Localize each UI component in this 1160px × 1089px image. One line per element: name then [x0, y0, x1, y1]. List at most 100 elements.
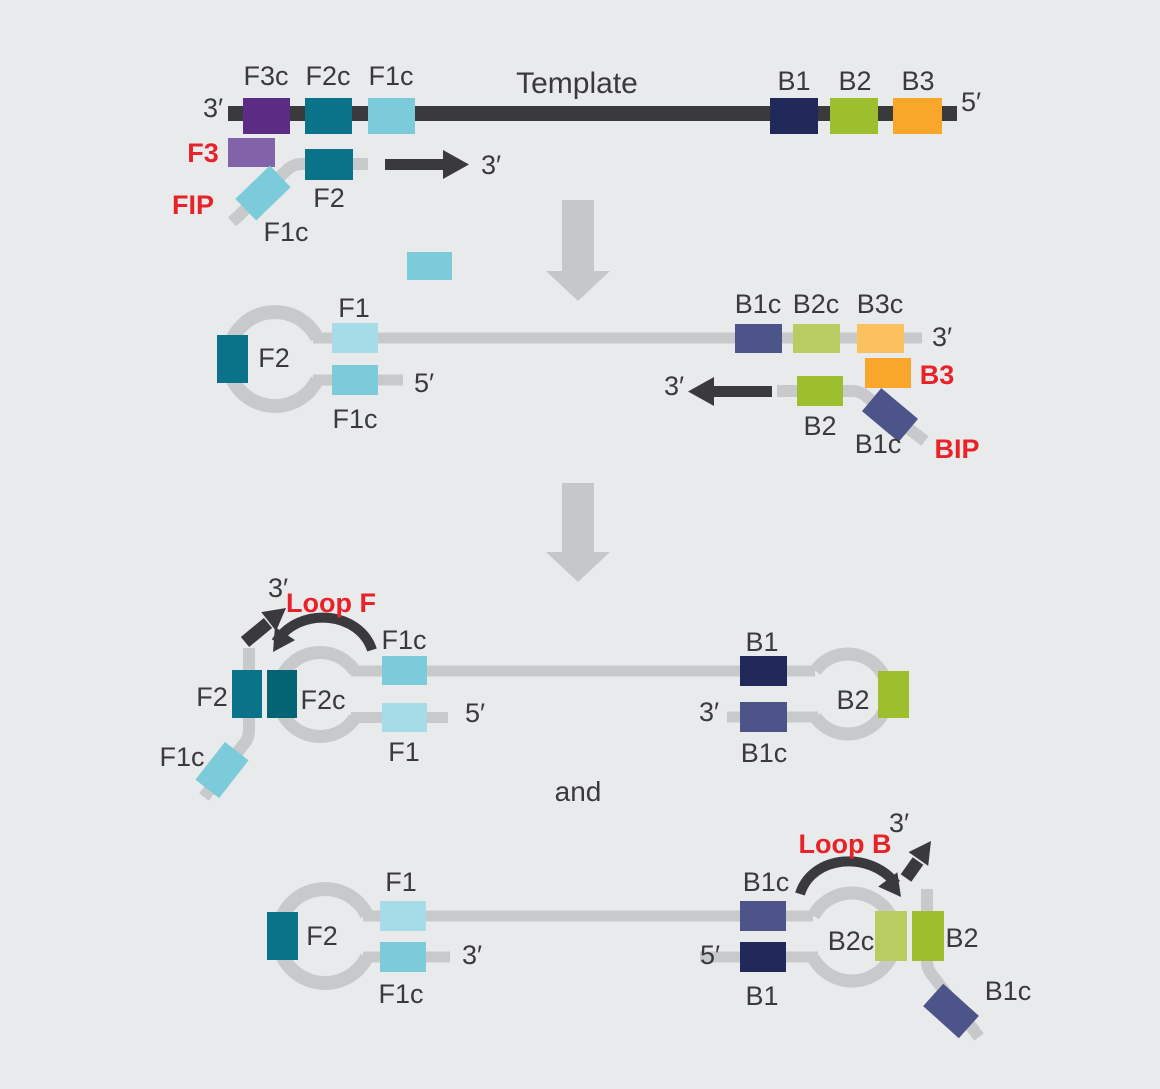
step4-left-loop: F1 F2 3′ F1c [267, 867, 813, 1009]
f1c-box [332, 365, 378, 395]
detached-f1c-fragment [407, 252, 452, 280]
f2-label: F2 [196, 682, 228, 712]
label-f3c: F3c [243, 61, 288, 91]
region-b3-box [893, 98, 942, 134]
f1-bottom-label: F1 [388, 737, 420, 767]
loop-b-straight-arrow-shaft [900, 857, 924, 882]
fip-f1c-box [235, 165, 291, 221]
loop-b-curved-arrow-head-icon [878, 872, 901, 897]
fip-primer: FIP F2 F1c [172, 149, 368, 247]
f2-label: F2 [306, 921, 338, 951]
f2c-label: F2c [300, 685, 345, 715]
loop-f-3-prime: 3′ [268, 573, 288, 603]
label-f1c: F1c [368, 61, 413, 91]
f1c-tail-label: F1c [159, 742, 204, 772]
strand-5-prime: 5′ [465, 698, 485, 728]
f2-label: F2 [258, 343, 290, 373]
step2-left-loop: F1 F2 F1c 5′ [217, 252, 922, 434]
b1c-top-box [740, 901, 786, 931]
bip-b1c-label: B1c [855, 429, 902, 459]
bip-b2-label: B2 [803, 411, 836, 441]
extension-arrow-head-icon [443, 150, 469, 179]
fip-f2-label: F2 [313, 183, 345, 213]
b3-primer-label: B3 [920, 360, 955, 390]
strand-5-prime: 5′ [414, 368, 434, 398]
b1-box [740, 656, 787, 686]
b2-box [912, 911, 944, 961]
extension-arrow-right: 3′ [385, 150, 501, 180]
step4-loop-b: 3′ Loop B B1c 5′ B2c B2 B1 B1c [700, 808, 1032, 1041]
fip-f1c-label: F1c [263, 217, 308, 247]
loop-f-straight-arrow-shaft [240, 617, 273, 648]
bip-primer-label: BIP [934, 434, 979, 464]
loop-f-curved-arrow [271, 612, 377, 652]
b2c-box [793, 324, 840, 353]
b3-primer-box [865, 358, 911, 388]
step2-right-bip: B1c B2c B3c 3′ B3 B2 B1c BIP 3′ [664, 289, 980, 464]
bip-b2-box [797, 376, 843, 406]
f1c-tail-box [195, 741, 249, 799]
extension-arrow-shaft [712, 386, 772, 397]
f2-box [217, 335, 248, 383]
f2-box [267, 912, 298, 960]
flow-down-arrow-icon [546, 200, 610, 301]
b1c-label: B1c [735, 289, 782, 319]
loop-b-straight-arrow-head-icon [908, 841, 931, 866]
b1c-top-label: B1c [743, 867, 790, 897]
label-5-prime-right: 5′ [961, 87, 981, 117]
f1-box [380, 901, 426, 931]
step1-template-strand: F3c F2c F1c Template B1 B2 B3 3′ 5′ F3 F… [172, 61, 981, 247]
strand-3-prime: 3′ [462, 940, 482, 970]
template-title: Template [516, 67, 638, 100]
b3c-box [857, 324, 904, 353]
f3-primer: F3 [187, 138, 275, 168]
extension-arrow-left: 3′ [664, 371, 772, 406]
fip-primer-label: FIP [172, 190, 214, 220]
f1-bottom-box [382, 703, 427, 732]
label-b3: B3 [901, 66, 934, 96]
loop-f-curved-arrow-head-icon [273, 627, 296, 652]
bip-strand [777, 385, 929, 446]
f1c-top-label: F1c [381, 625, 426, 655]
region-f2c-box [305, 98, 352, 134]
vertical-tail-strand [921, 889, 984, 1041]
loop-b-label: Loop B [799, 829, 892, 859]
b2-label: B2 [945, 923, 978, 953]
b1c-box [740, 702, 787, 732]
b1-label: B1 [745, 627, 778, 657]
b1c-tail-box [923, 983, 979, 1039]
extension-3-prime: 3′ [481, 150, 501, 180]
label-f2c: F2c [305, 61, 350, 91]
label-3-prime-left: 3′ [203, 93, 223, 123]
loop-b-curved-arrow [795, 856, 900, 896]
label-b2: B2 [838, 66, 871, 96]
region-f3c-box [243, 98, 290, 134]
b1c-label: B1c [741, 738, 788, 768]
extension-3-prime: 3′ [664, 371, 684, 401]
b1c-box [735, 324, 782, 353]
b1c-tail-label: B1c [985, 976, 1032, 1006]
region-f1c-box [368, 98, 415, 134]
b1-label: B1 [745, 981, 778, 1011]
extension-arrow-shaft [385, 159, 443, 170]
b3c-label: B3c [857, 289, 904, 319]
label-b1: B1 [777, 66, 810, 96]
loop-f-straight-arrow-head-icon [261, 608, 286, 632]
strand-3-prime: 3′ [699, 697, 719, 727]
f2c-box [267, 670, 297, 718]
b2c-label: B2c [828, 926, 875, 956]
f1c-top-box [382, 656, 427, 685]
f2-box [232, 670, 262, 718]
f1-box [332, 323, 378, 353]
b2c-label: B2c [793, 289, 840, 319]
b2-box [878, 671, 909, 718]
f1-label: F1 [338, 293, 370, 323]
fip-f2-box [305, 149, 353, 180]
region-b2-box [830, 98, 878, 134]
b1-box [740, 942, 786, 972]
loop-f-label: Loop F [286, 588, 376, 618]
connector-and: and [555, 776, 602, 807]
region-b1-box [770, 98, 818, 134]
step3-loop-f: 3′ Loop F F1c F2 F2c 5′ F1 F1c [159, 573, 815, 801]
